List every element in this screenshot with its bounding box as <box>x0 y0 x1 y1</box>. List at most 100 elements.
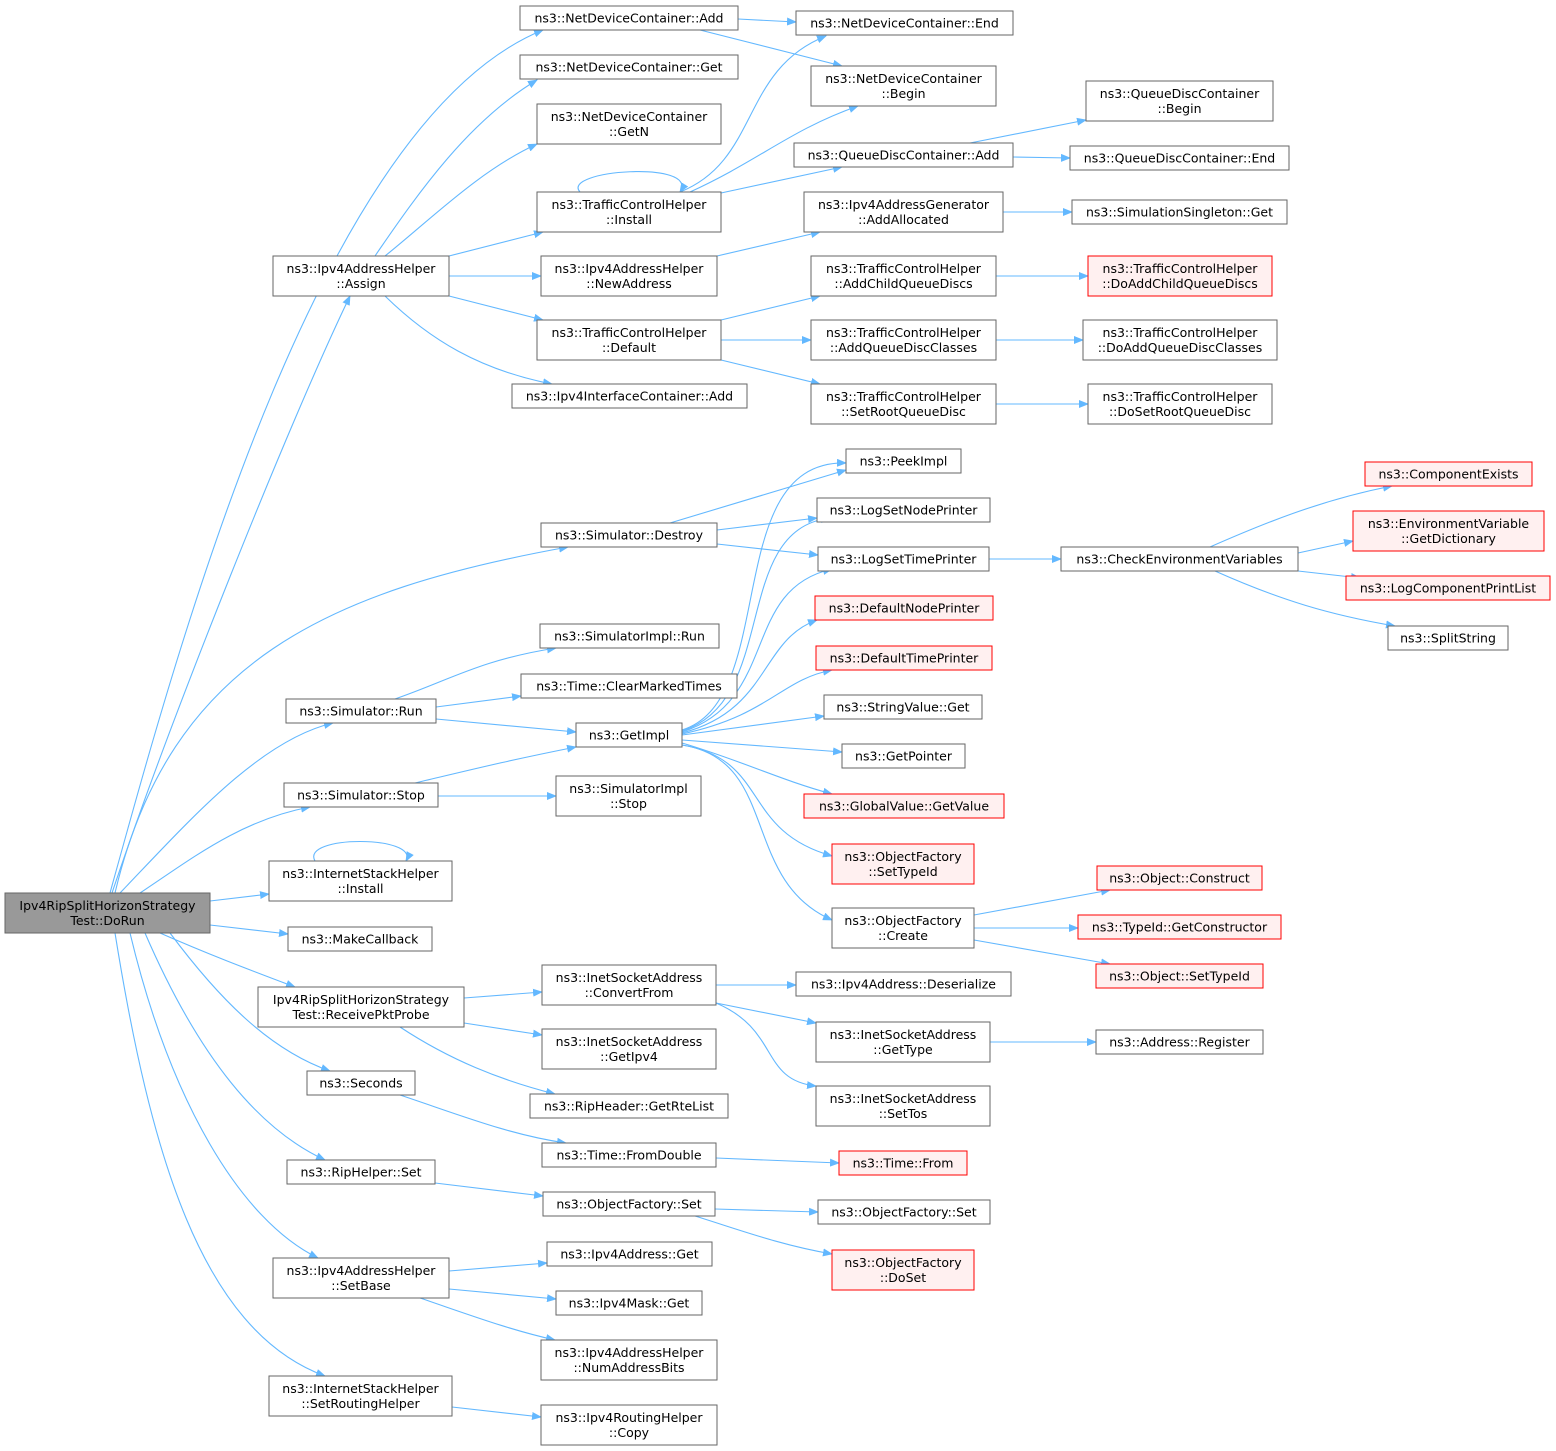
node-getpointer[interactable]: ns3::GetPointer <box>841 743 966 769</box>
node-checkenv[interactable]: ns3::CheckEnvironmentVariables <box>1060 546 1299 572</box>
node-ish_setrouting[interactable]: ns3::InternetStackHelper::SetRoutingHelp… <box>268 1375 453 1417</box>
node-tch_dosetroot[interactable]: ns3::TrafficControlHelper::DoSetRootQueu… <box>1087 383 1273 425</box>
node-seconds[interactable]: ns3::Seconds <box>306 1070 416 1096</box>
node-logcomp_print[interactable]: ns3::LogComponentPrintList <box>1345 575 1551 601</box>
node-isa_gettype[interactable]: ns3::InetSocketAddress::GetType <box>815 1021 991 1063</box>
node-box <box>540 1404 718 1446</box>
node-label: Ipv4RipSplitHorizonStrategy <box>273 992 450 1007</box>
node-time_fromdouble[interactable]: ns3::Time::FromDouble <box>541 1142 717 1168</box>
node-qdc_add[interactable]: ns3::QueueDiscContainer::Add <box>793 142 1014 168</box>
node-rip_getrte[interactable]: ns3::RipHeader::GetRteList <box>529 1093 729 1119</box>
node-ndc_begin[interactable]: ns3::NetDeviceContainer::Begin <box>810 65 997 107</box>
node-box <box>541 1028 717 1070</box>
node-iag_alloc[interactable]: ns3::Ipv4AddressGenerator::AddAllocated <box>803 191 1004 233</box>
node-time_from[interactable]: ns3::Time::From <box>838 1150 968 1176</box>
node-irh_copy[interactable]: ns3::Ipv4RoutingHelper::Copy <box>540 1404 718 1446</box>
node-makecallback[interactable]: ns3::MakeCallback <box>287 926 433 952</box>
node-box <box>519 5 739 31</box>
node-compexists[interactable]: ns3::ComponentExists <box>1364 461 1533 487</box>
node-ipv4addr_get[interactable]: ns3::Ipv4Address::Get <box>546 1241 713 1267</box>
node-tch_addclasses[interactable]: ns3::TrafficControlHelper::AddQueueDiscC… <box>810 319 997 361</box>
node-tch_doaddclasses[interactable]: ns3::TrafficControlHelper::DoAddQueueDis… <box>1082 319 1278 361</box>
edge-ndc_add-to-ndc_begin <box>699 29 843 68</box>
node-label: ns3::InetSocketAddress <box>830 1027 977 1042</box>
node-of_set1[interactable]: ns3::ObjectFactory::Set <box>542 1191 716 1217</box>
node-box <box>536 103 722 145</box>
node-sim_destroy[interactable]: ns3::Simulator::Destroy <box>540 522 718 548</box>
node-deftimeprinter[interactable]: ns3::DefaultTimePrinter <box>815 645 993 671</box>
node-splitstring[interactable]: ns3::SplitString <box>1387 625 1509 651</box>
node-label: ns3::RipHeader::GetRteList <box>544 1099 714 1114</box>
node-strval_get[interactable]: ns3::StringValue::Get <box>823 694 983 720</box>
edge-sim_destroy-to-peekimpl <box>669 468 847 524</box>
node-ipv4mask_get[interactable]: ns3::Ipv4Mask::Get <box>555 1290 703 1316</box>
node-label: ns3::TrafficControlHelper <box>552 325 708 340</box>
edge-tch_default-to-tch_setroot <box>720 359 821 386</box>
node-isa_convert[interactable]: ns3::InetSocketAddress::ConvertFrom <box>541 964 717 1006</box>
node-simimpl_run[interactable]: ns3::SimulatorImpl::Run <box>539 623 720 649</box>
node-box <box>815 1085 991 1127</box>
node-label: ns3::Ipv4RoutingHelper <box>555 1410 703 1425</box>
node-simimpl_stop[interactable]: ns3::SimulatorImpl::Stop <box>555 775 702 817</box>
node-qdc_end[interactable]: ns3::QueueDiscContainer::End <box>1069 145 1290 171</box>
edge-sim_run-to-simimpl_run <box>394 645 557 700</box>
edge-iah_newaddr-to-iag_alloc <box>716 230 821 257</box>
edge-getimpl-to-peekimpl <box>681 458 847 731</box>
node-ish_install[interactable]: ns3::InternetStackHelper::Install <box>268 860 453 902</box>
edge-of_create-to-obj_settypeid <box>973 939 1111 967</box>
node-box <box>795 971 1012 997</box>
node-of_settypeid[interactable]: ns3::ObjectFactory::SetTypeId <box>831 843 975 885</box>
node-envvar_getdict[interactable]: ns3::EnvironmentVariable::GetDictionary <box>1352 510 1545 552</box>
node-box <box>1387 625 1509 651</box>
node-logsettime[interactable]: ns3::LogSetTimePrinter <box>817 546 990 572</box>
edge-getimpl-to-logsetnode <box>681 515 831 732</box>
node-iah_setbase[interactable]: ns3::Ipv4AddressHelper::SetBase <box>272 1257 450 1299</box>
node-qdc_begin[interactable]: ns3::QueueDiscContainer::Begin <box>1085 80 1274 122</box>
node-iah_newaddr[interactable]: ns3::Ipv4AddressHelper::NewAddress <box>540 255 718 297</box>
node-box <box>4 892 211 934</box>
node-sim_run[interactable]: ns3::Simulator::Run <box>285 698 437 724</box>
node-label: ns3::ObjectFactory <box>844 913 962 928</box>
node-defnodeprinter[interactable]: ns3::DefaultNodePrinter <box>814 595 994 621</box>
node-box <box>306 1070 416 1096</box>
node-ndc_end[interactable]: ns3::NetDeviceContainer::End <box>795 10 1014 36</box>
node-label: ::Create <box>878 928 928 943</box>
node-gv_getvalue[interactable]: ns3::GlobalValue::GetValue <box>803 793 1005 819</box>
node-tch_doaddchild[interactable]: ns3::TrafficControlHelper::DoAddChildQue… <box>1087 255 1273 297</box>
node-iic_add[interactable]: ns3::Ipv4InterfaceContainer::Add <box>511 383 748 409</box>
node-label: ::SetRoutingHelper <box>301 1396 420 1411</box>
node-ipv4addr_deser[interactable]: ns3::Ipv4Address::Deserialize <box>795 971 1012 997</box>
node-addr_register[interactable]: ns3::Address::Register <box>1095 1029 1264 1055</box>
node-tch_setroot[interactable]: ns3::TrafficControlHelper::SetRootQueueD… <box>810 383 997 425</box>
node-iah_numbits[interactable]: ns3::Ipv4AddressHelper::NumAddressBits <box>540 1339 718 1381</box>
node-ndc_add[interactable]: ns3::NetDeviceContainer::Add <box>519 5 739 31</box>
node-box <box>536 191 722 233</box>
node-riphelper_set[interactable]: ns3::RipHelper::Set <box>286 1159 436 1185</box>
node-typeid_getctor[interactable]: ns3::TypeId::GetConstructor <box>1077 914 1282 940</box>
node-getimpl[interactable]: ns3::GetImpl <box>575 722 683 748</box>
edge-tch_install-to-ndc_end <box>679 35 827 193</box>
node-ndc_get[interactable]: ns3::NetDeviceContainer::Get <box>519 54 739 80</box>
node-ndc_getn[interactable]: ns3::NetDeviceContainer::GetN <box>536 103 722 145</box>
node-box <box>831 843 975 885</box>
node-recvprobe[interactable]: Ipv4RipSplitHorizonStrategyTest::Receive… <box>257 986 465 1028</box>
node-time_clearmarked[interactable]: ns3::Time::ClearMarkedTimes <box>520 673 738 699</box>
node-label: ns3::Object::Construct <box>1109 871 1250 886</box>
node-of_set2[interactable]: ns3::ObjectFactory::Set <box>817 1199 991 1225</box>
node-of_doset[interactable]: ns3::ObjectFactory::DoSet <box>831 1249 975 1291</box>
node-tch_install[interactable]: ns3::TrafficControlHelper::Install <box>536 191 722 233</box>
node-simsingleton_get[interactable]: ns3::SimulationSingleton::Get <box>1071 199 1288 225</box>
node-iah_assign[interactable]: ns3::Ipv4AddressHelper::Assign <box>272 255 450 297</box>
node-tch_default[interactable]: ns3::TrafficControlHelper::Default <box>536 319 722 361</box>
node-obj_settypeid[interactable]: ns3::Object::SetTypeId <box>1095 963 1264 989</box>
node-logsetnode[interactable]: ns3::LogSetNodePrinter <box>816 497 991 523</box>
node-sim_stop[interactable]: ns3::Simulator::Stop <box>283 782 439 808</box>
node-label: Test::ReceivePktProbe <box>291 1007 429 1022</box>
node-peekimpl[interactable]: ns3::PeekImpl <box>845 448 962 474</box>
node-of_create[interactable]: ns3::ObjectFactory::Create <box>831 907 975 949</box>
node-isa_settos[interactable]: ns3::InetSocketAddress::SetTos <box>815 1085 991 1127</box>
node-tch_addchild[interactable]: ns3::TrafficControlHelper::AddChildQueue… <box>810 255 997 297</box>
node-obj_construct[interactable]: ns3::Object::Construct <box>1096 865 1263 891</box>
node-isa_getipv4[interactable]: ns3::InetSocketAddress::GetIpv4 <box>541 1028 717 1070</box>
